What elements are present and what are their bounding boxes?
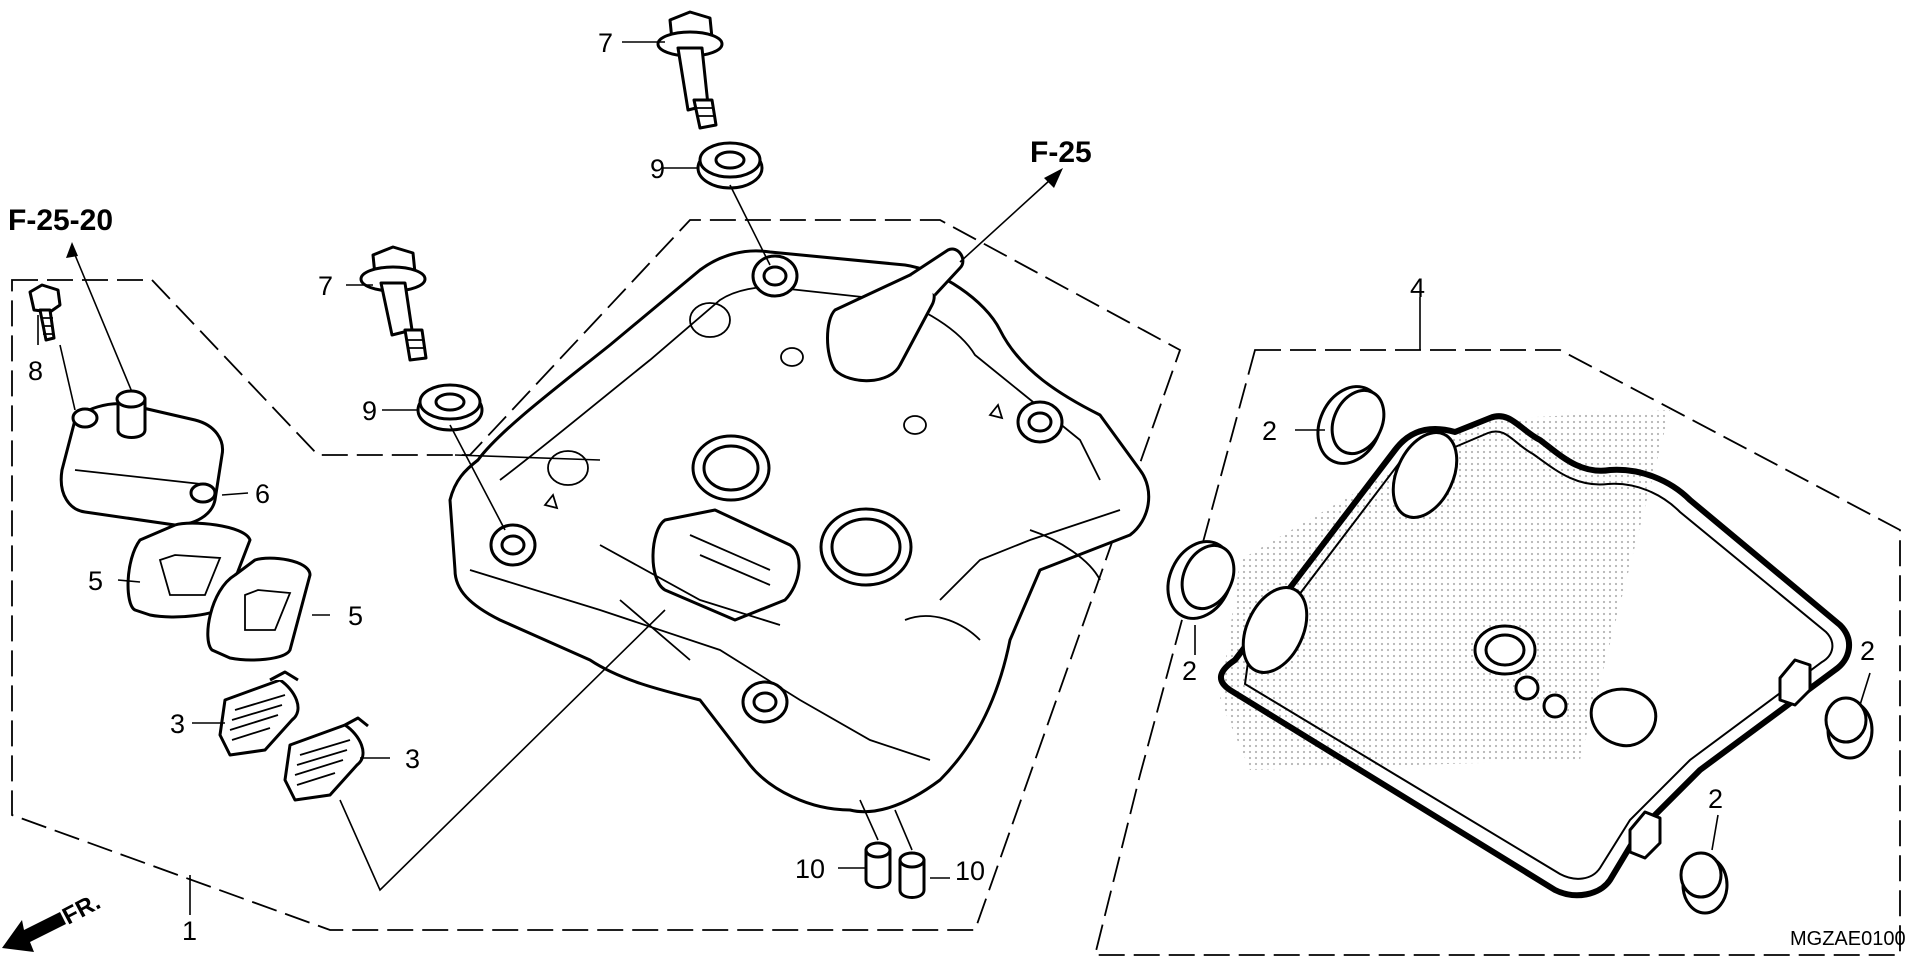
reference-f-25-20: F-25-20 (8, 204, 113, 237)
separator-right (206, 556, 312, 662)
rubber-mount-left (416, 383, 484, 432)
front-arrow-icon (2, 912, 66, 952)
dowel-pin-left (864, 841, 892, 889)
callout-2-right: 2 (1860, 636, 1875, 666)
breather-plate (59, 389, 225, 527)
spacer-left (218, 670, 300, 757)
callout-5-right: 5 (348, 601, 363, 631)
callout-8: 8 (28, 356, 43, 386)
bolt-8 (28, 283, 62, 342)
cylinder-head-cover (448, 247, 1151, 814)
callout-2-bottom: 2 (1708, 784, 1723, 814)
callout-1: 1 (182, 916, 197, 946)
flange-bolt-left (359, 245, 428, 362)
gasket-dot-shading (1220, 410, 1670, 770)
callout-2-top: 2 (1262, 416, 1277, 446)
callout-10-left: 10 (795, 854, 825, 884)
rubber-mount-top (696, 141, 764, 190)
callout-5-left: 5 (88, 566, 103, 596)
callout-6: 6 (255, 479, 270, 509)
dowel-pin-right (898, 851, 926, 899)
leader-lines (37, 41, 1871, 915)
spacer-right (283, 716, 369, 802)
assembly-1-boundary (11, 219, 1182, 931)
callout-10-right: 10 (955, 856, 985, 886)
callout-4: 4 (1410, 273, 1425, 303)
callout-9-left: 9 (362, 396, 377, 426)
callout-9-top: 9 (650, 154, 665, 184)
seal-washer-top (1316, 385, 1386, 465)
reference-f-25: F-25 (1030, 136, 1092, 169)
seal-washer-bottom (1679, 851, 1729, 915)
diagram-code: MGZAE0100 (1790, 928, 1906, 950)
flange-bolt-top (656, 10, 724, 130)
callout-3-right: 3 (405, 744, 420, 774)
callout-2-left: 2 (1182, 656, 1197, 686)
callout-7-left: 7 (318, 271, 333, 301)
seal-washer-left (1166, 540, 1236, 620)
head-cover-gasket (1218, 410, 1852, 899)
assembly-4-boundary (1093, 349, 1901, 956)
seal-washer-right (1824, 696, 1874, 760)
callout-7-top: 7 (598, 28, 613, 58)
callout-3-left: 3 (170, 709, 185, 739)
